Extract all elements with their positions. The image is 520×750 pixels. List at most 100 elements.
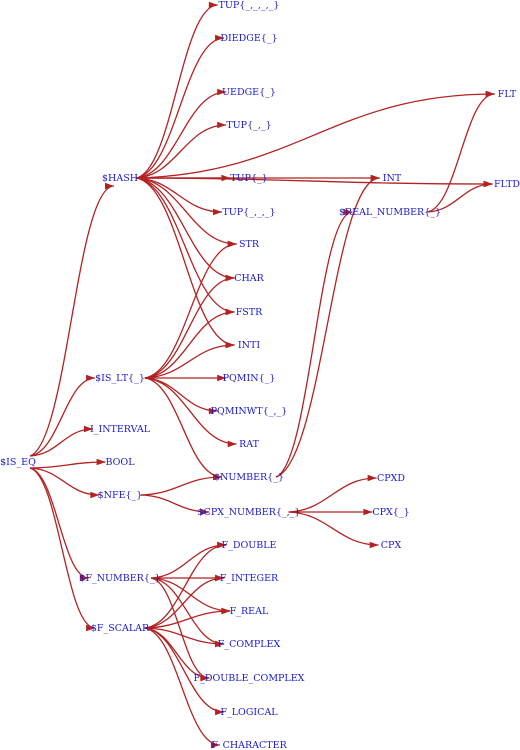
edge-is-lt-to-number bbox=[144, 377, 223, 478]
edge-hash-to-tup-2 bbox=[136, 124, 227, 179]
arrowhead-is-eq-to-f-number bbox=[79, 574, 89, 582]
node-cpxd: CPXD bbox=[377, 473, 405, 484]
edge-f-number-to-f-double bbox=[151, 544, 227, 579]
arrowhead-is-eq-to-bool bbox=[96, 458, 106, 466]
arrowhead-is-lt-to-rat bbox=[227, 440, 237, 448]
edge-hash-to-fstr bbox=[136, 177, 235, 313]
arrowhead-is-eq-to-f-scalar bbox=[86, 624, 96, 632]
arrowhead-is-lt-to-char bbox=[225, 274, 235, 282]
node-f-scalar: $F_SCALAR bbox=[91, 623, 150, 634]
arrowhead-real-number-to-flt bbox=[485, 90, 495, 98]
node-tup-1: TUP{_} bbox=[230, 173, 268, 184]
edges-layer bbox=[29, 1, 495, 749]
edge-f-number-to-f-double-complex bbox=[151, 577, 210, 679]
edge-hash-to-uedge bbox=[136, 91, 227, 179]
edge-is-eq-to-hash bbox=[29, 185, 115, 457]
edge-is-lt-to-rat bbox=[144, 377, 237, 445]
node-tup-3: TUP{_,_,_} bbox=[222, 207, 275, 218]
arrowhead-is-eq-to-nfe bbox=[90, 491, 100, 499]
node-cpx: CPX bbox=[381, 540, 402, 551]
node-i-interval: I_INTERVAL bbox=[90, 424, 151, 435]
edge-is-eq-to-nfe bbox=[29, 467, 100, 496]
node-char: CHAR bbox=[234, 273, 264, 284]
node-hash: $HASH bbox=[102, 173, 138, 184]
arrowhead-real-number-to-fltd bbox=[483, 180, 493, 188]
arrowhead-f-scalar-to-f-complex bbox=[215, 640, 225, 648]
node-nfe: $NFE{_} bbox=[98, 490, 143, 501]
edge-is-lt-to-str bbox=[144, 243, 237, 379]
node-f-character: F_CHARACTER bbox=[211, 740, 287, 750]
node-fstr: FSTR bbox=[236, 307, 263, 318]
node-diedge: DIEDGE{_} bbox=[220, 33, 277, 44]
arrowhead-f-scalar-to-f-character bbox=[210, 741, 220, 749]
edge-is-eq-to-f-scalar bbox=[29, 467, 96, 629]
node-is-eq: $IS_EQ bbox=[0, 457, 36, 468]
arrowhead-number-to-int bbox=[370, 174, 380, 182]
arrowhead-is-lt-to-str bbox=[227, 240, 237, 248]
node-f-complex: F_COMPLEX bbox=[218, 639, 281, 650]
arrowhead-is-lt-to-fstr bbox=[225, 308, 235, 316]
node-bool: BOOL bbox=[105, 457, 135, 468]
arrowhead-nfe-to-cpx-number bbox=[200, 508, 210, 516]
node-cpx-number: $CPX_NUMBER{_,_} bbox=[198, 507, 301, 518]
node-str: STR bbox=[239, 239, 260, 250]
edge-hash-to-fltd bbox=[136, 177, 493, 185]
arrowhead-is-eq-to-is-lt bbox=[86, 374, 96, 382]
edge-f-number-to-f-complex bbox=[151, 577, 225, 645]
edge-f-scalar-to-f-complex bbox=[144, 627, 225, 645]
arrowhead-nfe-to-number bbox=[213, 473, 222, 481]
node-f-integer: F_INTEGER bbox=[220, 573, 279, 584]
edge-number-to-int bbox=[275, 177, 380, 478]
node-f-double-complex: F_DOUBLE_COMPLEX bbox=[194, 673, 305, 684]
edge-f-scalar-to-f-character bbox=[144, 627, 220, 746]
node-pqminwt: PQMINWT{_,_} bbox=[211, 406, 288, 417]
arrowhead-cpx-number-to-cpx-1 bbox=[363, 508, 373, 516]
node-rat: RAT bbox=[239, 439, 259, 450]
arrowhead-f-scalar-to-f-integer bbox=[215, 574, 225, 582]
node-real-number: $REAL_NUMBER{_} bbox=[339, 207, 441, 218]
node-cpx-1: CPX{_} bbox=[372, 507, 409, 518]
arrowhead-hash-to-tup-4 bbox=[208, 1, 218, 9]
node-tup-4: TUP{_,_,_,_} bbox=[219, 0, 280, 11]
arrowhead-f-scalar-to-f-double bbox=[217, 541, 227, 549]
edge-hash-to-diedge bbox=[136, 37, 225, 179]
node-pqmin: PQMIN{_} bbox=[223, 373, 276, 384]
arrowhead-is-lt-to-inti bbox=[225, 341, 235, 349]
arrowhead-f-scalar-to-f-double-complex bbox=[200, 674, 210, 682]
edge-is-eq-to-f-number bbox=[29, 467, 89, 579]
node-number: $NUMBER{_} bbox=[214, 472, 284, 483]
arrowhead-hash-to-tup-3 bbox=[213, 208, 222, 216]
node-f-real: F_REAL bbox=[230, 606, 269, 617]
edge-f-scalar-to-f-double bbox=[144, 544, 227, 629]
edge-f-scalar-to-f-logical bbox=[144, 627, 225, 713]
edge-is-lt-to-char bbox=[144, 277, 235, 379]
arrowhead-f-scalar-to-f-real bbox=[221, 607, 231, 615]
edge-hash-to-char bbox=[136, 177, 235, 279]
arrowhead-cpx-number-to-cpx bbox=[369, 541, 379, 549]
node-f-logical: F_LOGICAL bbox=[220, 707, 278, 718]
arrowhead-hash-to-diedge bbox=[215, 34, 225, 42]
arrowhead-is-eq-to-hash bbox=[105, 182, 114, 190]
node-uedge: UEDGE{_} bbox=[222, 87, 276, 98]
arrowhead-hash-to-uedge bbox=[217, 88, 227, 96]
arrowhead-f-scalar-to-f-logical bbox=[215, 708, 225, 716]
edge-is-lt-to-inti bbox=[144, 344, 235, 379]
edge-is-eq-to-is-lt bbox=[29, 377, 96, 457]
node-tup-2: TUP{_,_} bbox=[226, 120, 271, 131]
node-inti: INTI bbox=[238, 340, 260, 351]
node-int: INT bbox=[383, 173, 402, 184]
edge-nfe-to-number bbox=[140, 476, 223, 496]
edge-number-to-real-number bbox=[275, 211, 353, 478]
edge-f-scalar-to-f-double-complex bbox=[144, 627, 210, 679]
node-flt: FLT bbox=[498, 89, 517, 100]
arrowhead-cpx-number-to-cpxd bbox=[367, 474, 377, 482]
arrowhead-is-lt-to-pqmin bbox=[217, 374, 227, 382]
arrowhead-is-lt-to-pqminwt bbox=[208, 407, 218, 415]
edge-cpx-number-to-cpxd bbox=[288, 477, 377, 513]
edge-cpx-number-to-cpx bbox=[288, 511, 379, 546]
edge-hash-to-flt bbox=[136, 93, 495, 179]
edge-hash-to-inti bbox=[136, 177, 235, 346]
